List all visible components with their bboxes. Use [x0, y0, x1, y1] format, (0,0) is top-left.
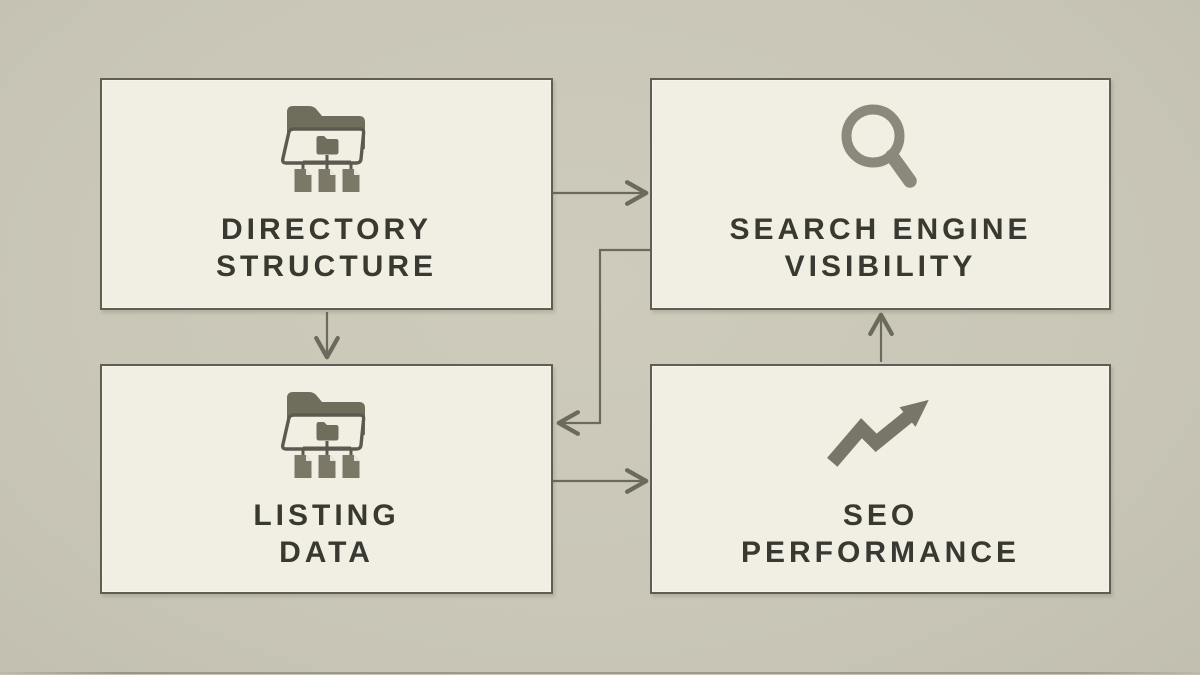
folder-tree-icon	[275, 385, 379, 485]
node-label-line2: STRUCTURE	[216, 250, 437, 283]
search-icon	[831, 99, 931, 199]
node-label-line2: DATA	[279, 536, 374, 569]
node-label-line1: SEARCH ENGINE	[729, 213, 1032, 246]
bottom-edge-artifact	[0, 672, 1200, 674]
node-label-line1: SEO	[842, 499, 919, 532]
node-label-line2: PERFORMANCE	[740, 536, 1020, 569]
node-seo-performance: SEO PERFORMANCE	[650, 364, 1111, 594]
node-label: LISTING DATA	[253, 497, 399, 571]
node-label-line1: DIRECTORY	[220, 213, 433, 246]
node-label-line2: VISIBILITY	[784, 250, 977, 283]
folder-tree-icon	[275, 99, 379, 199]
node-search-engine-visibility: SEARCH ENGINE VISIBILITY	[650, 78, 1111, 310]
node-directory-structure: DIRECTORY STRUCTURE	[100, 78, 553, 310]
arrow-search-to-listing	[556, 248, 650, 436]
node-label: SEO PERFORMANCE	[741, 497, 1020, 571]
node-label-line1: LISTING	[253, 499, 400, 532]
trend-up-icon	[823, 385, 938, 485]
node-label: DIRECTORY STRUCTURE	[216, 211, 437, 285]
node-label: SEARCH ENGINE VISIBILITY	[729, 211, 1031, 285]
node-listing-data: LISTING DATA	[100, 364, 553, 594]
